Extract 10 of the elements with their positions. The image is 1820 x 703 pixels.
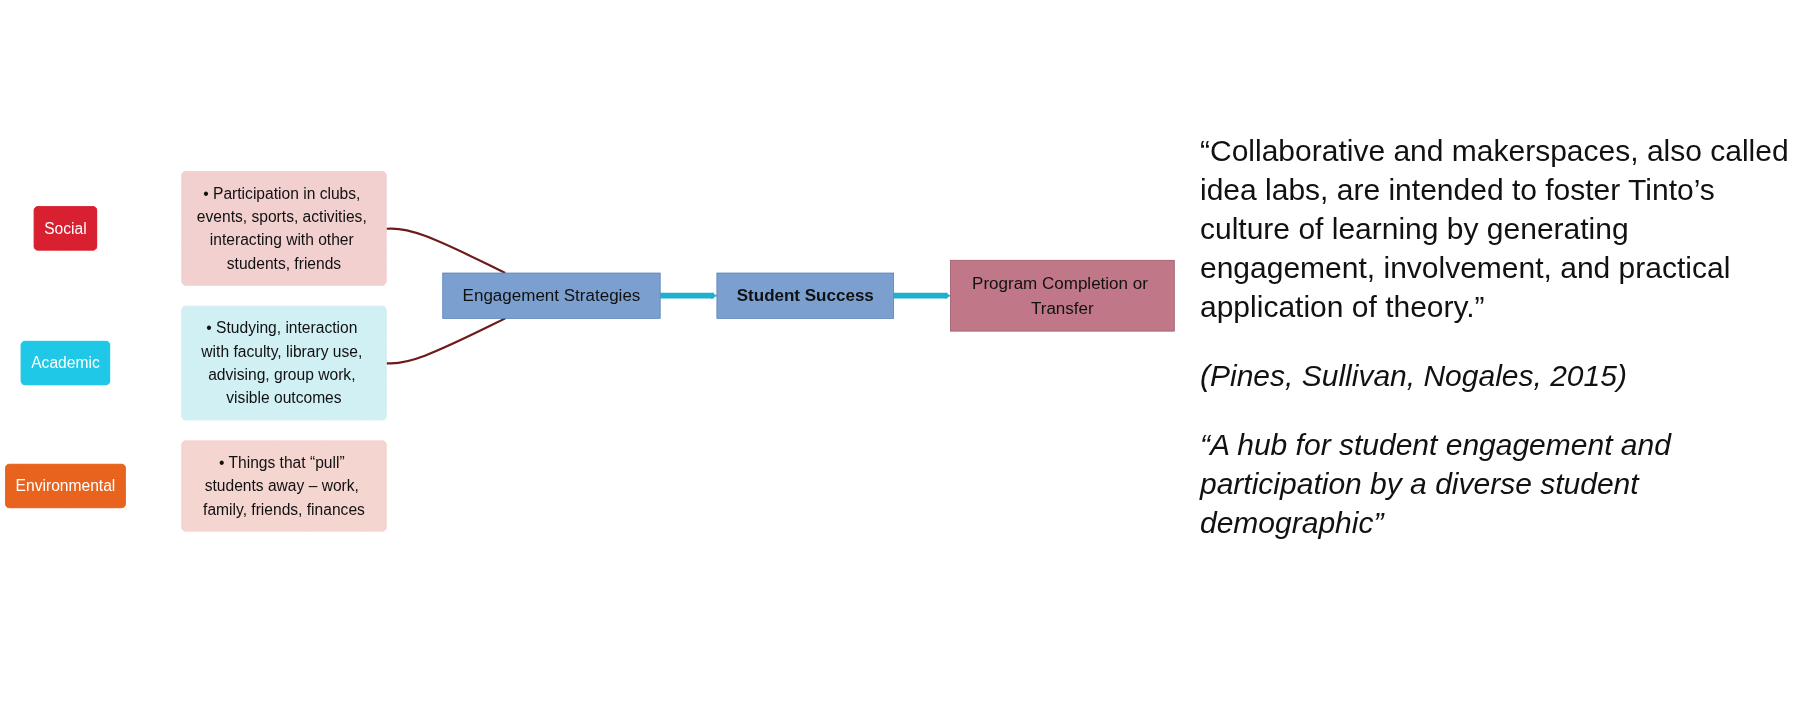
quote-text: “Collaborative and makerspaces, also called idea labs, are intended to foster Tinto’s culture of learning by generating engagement, involvement, and practical application of theory.” [1200, 133, 1790, 325]
connector [386, 227, 506, 275]
node-box: Program Completion or Transfer [950, 260, 1175, 332]
connector [386, 317, 506, 365]
arrow [660, 292, 718, 299]
quote-text: “A hub for student engagement and participation by a diverse student demographic” [1200, 427, 1673, 541]
citation-text: (Pines, Sullivan, Nogales, 2015) [1200, 358, 1628, 394]
node-box: Engagement Strategies [442, 272, 661, 319]
arrow [893, 292, 951, 299]
node-box: Student Success [716, 272, 894, 319]
